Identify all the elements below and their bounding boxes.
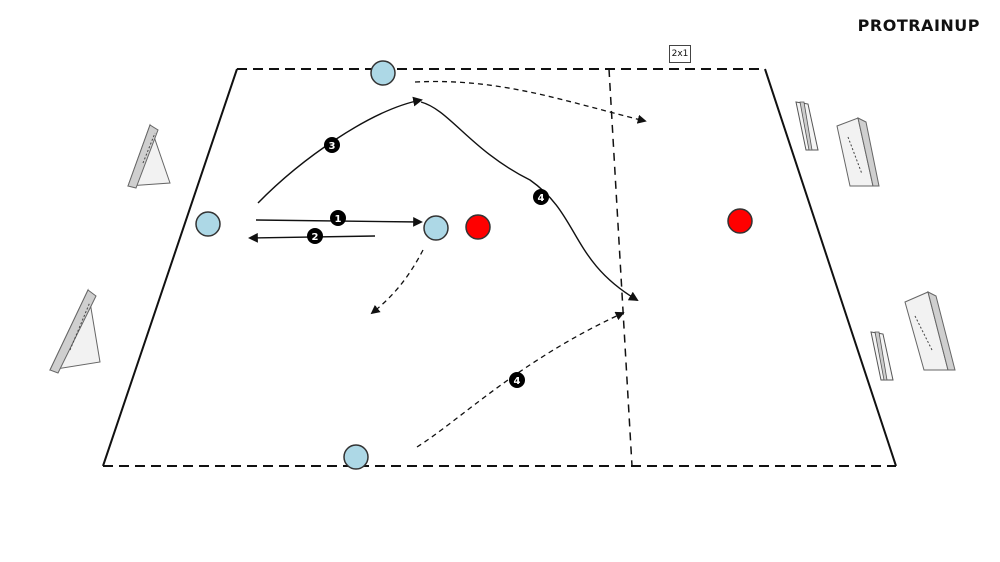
goal-left-bottom (49, 288, 101, 374)
pass-3-arrow (257, 96, 423, 204)
goal-left-top (127, 123, 171, 189)
step-badge-4a-label: 4 (538, 193, 545, 204)
step-badge-4b: 4 (509, 372, 525, 388)
step-badge-2-label: 2 (312, 232, 319, 243)
goal-right-bottom (904, 291, 956, 371)
step-badge-4a: 4 (533, 189, 549, 205)
movement-lines (248, 80, 647, 448)
zone-label: 2x1 (669, 45, 691, 63)
player-blue-bottom (343, 444, 369, 470)
goal-right-top (836, 117, 880, 187)
player-blue-left (195, 211, 221, 237)
step-badges: 1 2 3 4 4 (307, 137, 549, 388)
player-blue-top (370, 60, 396, 86)
field-mid-line (608, 68, 633, 467)
field-left-line (102, 68, 238, 467)
run-center-dashed (370, 249, 424, 315)
step-badge-2: 2 (307, 228, 323, 244)
step-badge-1: 1 (330, 210, 346, 226)
cones (795, 101, 894, 381)
run-top-dashed (414, 80, 647, 124)
step-badge-4b-label: 4 (514, 376, 521, 387)
player-blue-center (423, 215, 449, 241)
player-red-right (727, 208, 753, 234)
run-bottom-dashed (416, 311, 625, 448)
field-right-line (764, 68, 897, 467)
step-badge-1-label: 1 (335, 214, 342, 225)
goals (49, 117, 956, 374)
step-badge-3-label: 3 (329, 141, 336, 152)
field (102, 68, 897, 467)
player-red-left (465, 214, 491, 240)
brand-logo: PROTRAINUP (857, 16, 980, 35)
cone-marker-top (795, 101, 819, 151)
cone-marker-bottom (870, 331, 894, 381)
players (195, 60, 753, 470)
run-4-curve (420, 101, 639, 302)
step-badge-3: 3 (324, 137, 340, 153)
